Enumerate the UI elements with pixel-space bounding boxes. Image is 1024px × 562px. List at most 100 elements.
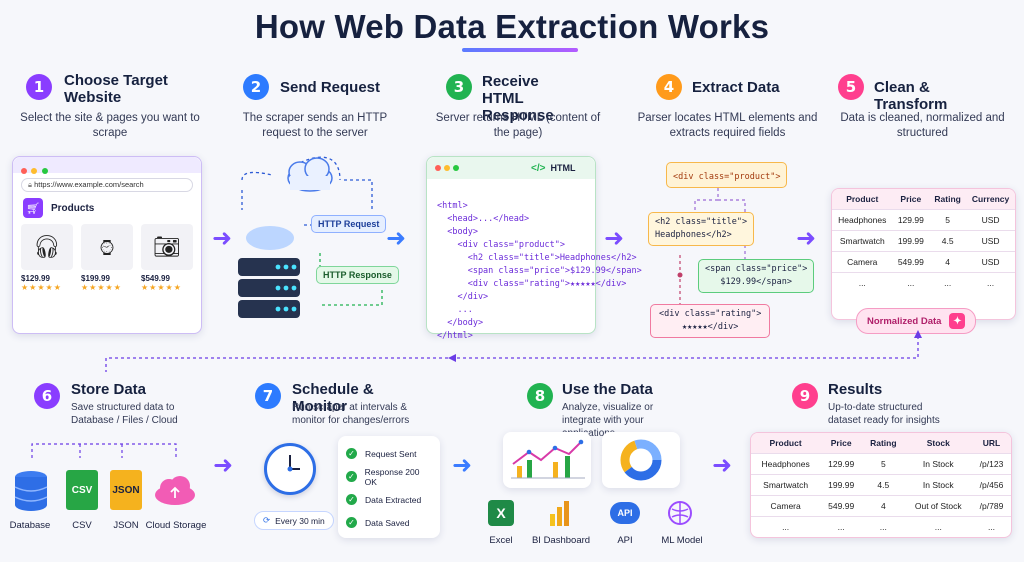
code-line: ...	[437, 305, 473, 315]
checklist-item: ✓Response 200 OK	[346, 465, 432, 488]
normalized-table: Product Price Rating Currency Headphones…	[832, 189, 1015, 293]
column-header: Currency	[971, 194, 1010, 204]
results-table: Product Price Rating Stock URL Headphone…	[751, 433, 1011, 537]
step-5-number: 5	[838, 74, 864, 100]
use-label: Excel	[489, 535, 513, 546]
code-line: <body>	[437, 227, 478, 237]
cloud-storage-icon	[152, 474, 198, 505]
check-icon: ✓	[346, 517, 357, 528]
column-header: Rating	[934, 194, 961, 204]
use-label: BI Dashboard	[531, 535, 591, 546]
address-bar[interactable]: 🔒︎ https://www.example.com/search	[21, 178, 193, 192]
server-icon	[238, 226, 300, 318]
table-cell: ...	[892, 272, 930, 293]
column-header: Price	[830, 438, 852, 448]
product-card[interactable]: 🎧︎ $129.99 ★★★★★	[21, 224, 73, 292]
table-cell: USD	[966, 251, 1015, 273]
camera-icon: 📷︎	[141, 224, 193, 270]
code-line: </div>	[437, 292, 489, 302]
interval-badge[interactable]: ⟳ Every 30 min	[254, 511, 334, 530]
column-header: Price	[900, 194, 922, 204]
step-5-desc: Data is cleaned, normalized and structur…	[840, 112, 1005, 139]
cart-icon: 🛒︎	[23, 198, 43, 218]
storage-label: CSV	[72, 520, 92, 531]
checklist-item: ✓Request Sent	[346, 442, 432, 465]
table-cell: 549.99	[892, 251, 930, 273]
sparkle-icon: ✦	[949, 313, 966, 329]
price-tag-box: <span class="price"> $129.99</span>	[698, 259, 815, 293]
table-cell: /p/789	[972, 495, 1011, 517]
storage-label: JSON	[113, 520, 139, 531]
arrow-icon: ➜	[452, 451, 473, 479]
step-9-title: Results	[828, 381, 883, 398]
results-table-card: Product Price Rating Stock URL Headphone…	[750, 432, 1012, 538]
step-7-title: Schedule & Monitor	[292, 381, 374, 415]
check-icon: ✓	[346, 448, 357, 459]
table-cell: 5	[862, 453, 905, 475]
check-icon: ✓	[346, 494, 357, 505]
rating-stars: ★★★★★	[21, 283, 62, 292]
table-cell: ...	[751, 516, 821, 537]
code-line: <div class="rating">★★★★★</div>	[437, 279, 627, 289]
title-tag-line-1: <h2 class="title">	[655, 217, 748, 227]
check-icon: ✓	[346, 471, 357, 482]
step-3-number: 3	[446, 74, 472, 100]
table-cell: 4.5	[929, 230, 967, 252]
product-tag-box: <div class="product">	[666, 162, 788, 188]
table-cell: Camera	[832, 251, 893, 273]
table-cell: ...	[904, 516, 972, 537]
products-heading: Products	[51, 202, 95, 214]
table-cell: 129.99	[820, 453, 863, 475]
http-response-label: HTTP Response	[316, 266, 399, 284]
table-cell: 549.99	[820, 495, 863, 517]
interval-label: Every 30 min	[275, 515, 325, 526]
product-card[interactable]: 📷︎ $549.99 ★★★★★	[141, 224, 193, 292]
product-card[interactable]: ⌚︎ $199.99 ★★★★★	[81, 224, 133, 292]
table-cell: Smartwatch	[751, 474, 821, 496]
normalized-data-label: Normalized Data	[867, 315, 942, 327]
step-8-title: Use the Data	[562, 381, 653, 398]
html-panel: </> HTML <html> <head>...</head> <body> …	[426, 156, 642, 341]
table-cell: 4.5	[862, 474, 905, 496]
products-heading-row: 🛒︎ Products	[23, 198, 191, 218]
arrow-icon: ➜	[604, 224, 625, 252]
arrow-icon: ➜	[213, 451, 234, 479]
api-icon: API	[610, 502, 640, 524]
cloud-icon	[287, 157, 333, 192]
code-line: <div class="product">	[437, 240, 565, 250]
price-tag-line-2: $129.99</span>	[720, 277, 792, 287]
storage-label: Cloud Storage	[145, 520, 207, 531]
excel-icon: X	[488, 500, 514, 526]
code-line: </body>	[437, 318, 484, 328]
code-line: </html>	[437, 331, 473, 341]
column-header: Stock	[926, 438, 950, 448]
step-7-number: 7	[255, 383, 281, 409]
step-6-title: Store Data	[71, 381, 147, 398]
step-3-title: Receive HTML Response	[482, 73, 554, 124]
html-panel-titlebar: </> HTML	[427, 157, 595, 179]
product-tag: <div class="product">	[673, 172, 781, 182]
product-price: $549.99	[141, 274, 170, 283]
rating-tag-line-2: ★★★★★</div>	[682, 322, 739, 332]
donut-chart-icon	[620, 439, 662, 481]
clock-icon	[264, 443, 316, 495]
table-cell: 5	[929, 209, 967, 231]
column-header: Product	[769, 438, 802, 448]
code-line: <span class="price">$129.99</span>	[437, 266, 642, 276]
table-cell: ...	[972, 516, 1011, 537]
request-diagram	[238, 156, 383, 318]
checklist-item: ✓Data Saved	[346, 511, 432, 534]
rating-tag-box: <div class="rating"> ★★★★★</div>	[650, 304, 771, 338]
title-tag-line-2: Headphones</h2>	[655, 230, 732, 240]
ml-model-icon	[667, 500, 693, 526]
step-4-desc: Parser locates HTML elements and extract…	[637, 112, 818, 139]
product-price: $199.99	[81, 274, 110, 283]
product-grid: 🎧︎ $129.99 ★★★★★ ⌚︎ $199.99 ★★★★★ 📷︎ $54…	[13, 224, 201, 292]
headphones-icon: 🎧︎	[21, 224, 73, 270]
code-line: <head>...</head>	[437, 214, 530, 224]
storage-label: Database	[9, 520, 51, 531]
use-label: ML Model	[661, 535, 703, 546]
